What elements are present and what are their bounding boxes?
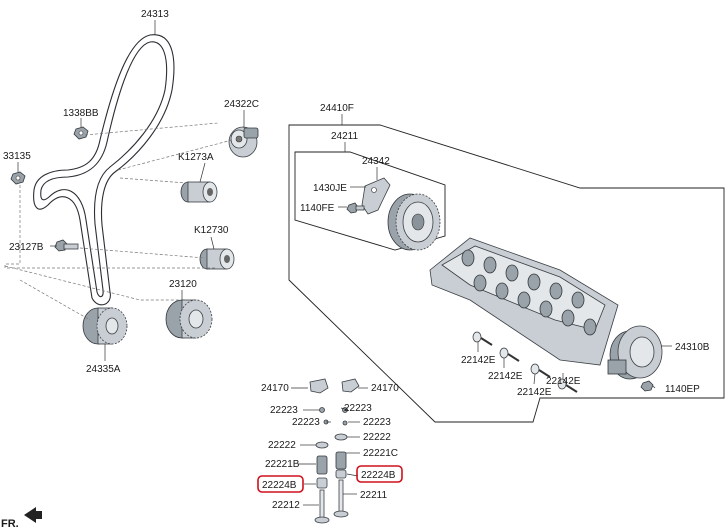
valve-train-left — [309, 378, 330, 524]
label-22224B-left: 22224B — [262, 480, 297, 491]
label-22142E-2: 22142E — [488, 371, 523, 382]
bolt-22142E-1 — [472, 331, 493, 346]
label-K1273A: K1273A — [178, 152, 214, 163]
valve-train-right — [333, 378, 360, 518]
label-24322C: 24322C — [224, 99, 259, 110]
cylinder-head-camshaft-assembly — [429, 237, 619, 366]
front-arrow-icon — [24, 507, 42, 523]
bolt-22142E-3 — [530, 363, 551, 378]
frame-24211-box — [294, 151, 446, 251]
bolt-23127B — [54, 239, 79, 252]
label-22221B: 22221B — [265, 459, 300, 470]
label-23120: 23120 — [169, 279, 197, 290]
label-24342: 24342 — [362, 156, 390, 167]
label-22223-mid: 22223 — [344, 403, 372, 414]
label-33135: 33135 — [3, 151, 31, 162]
label-24335A: 24335A — [86, 364, 121, 375]
frame-24410F-box — [288, 124, 725, 423]
label-22142E-1: 22142E — [461, 355, 496, 366]
bolt-1140FE — [346, 202, 365, 214]
highlight-22224B-left — [257, 475, 304, 493]
timing-belt-24313 — [33, 34, 175, 306]
label-22222-right: 22222 — [363, 432, 391, 443]
label-22222-left: 22222 — [268, 440, 296, 451]
camshaft-lobes — [461, 249, 597, 336]
bolt-22142E-2 — [499, 347, 520, 362]
label-24410F: 24410F — [320, 103, 354, 114]
label-24170-left: 24170 — [261, 383, 289, 394]
label-24211: 24211 — [331, 131, 359, 142]
leader-lines — [17, 20, 672, 506]
cover-24310B — [607, 325, 663, 380]
label-1338BB: 1338BB — [63, 108, 99, 119]
alignment-dashed-lines — [4, 122, 233, 321]
label-1140FE: 1140FE — [300, 203, 335, 214]
label-22223-right: 22223 — [363, 417, 391, 428]
label-22142E-3: 22142E — [517, 387, 552, 398]
label-22221C: 22221C — [363, 448, 398, 459]
label-1430JE: 1430JE — [313, 183, 347, 194]
label-K12730: K12730 — [194, 225, 229, 236]
label-22223-left: 22223 — [270, 405, 298, 416]
label-24310B: 24310B — [675, 342, 710, 353]
bracket-1430JE — [361, 177, 391, 215]
label-22142E-4: 22142E — [546, 376, 581, 387]
idler-K12730 — [199, 248, 235, 270]
nut-33135 — [10, 171, 26, 185]
label-24170-right: 24170 — [371, 383, 399, 394]
tensioner-24322C — [228, 126, 259, 158]
label-24313: 24313 — [141, 9, 169, 20]
sprocket-24335A — [82, 307, 128, 345]
bolt-22142E-4 — [557, 378, 578, 393]
bolt-1140EP — [640, 380, 654, 392]
label-22224B-right: 22224B — [361, 470, 396, 481]
label-22212: 22212 — [272, 500, 300, 511]
label-1140EP: 1140EP — [665, 384, 700, 395]
sprocket-23120 — [165, 299, 213, 339]
idler-K1273A — [180, 181, 218, 203]
label-22223-lower-left: 22223 — [292, 417, 320, 428]
part-labels: 24313 1338BB 33135 24322C K1273A K12730 … — [1, 9, 710, 530]
label-front: FR. — [1, 518, 19, 530]
cam-sprocket-24342 — [387, 193, 441, 251]
label-22211: 22211 — [360, 490, 388, 501]
highlight-22224B-right — [356, 465, 403, 483]
nut-1338BB — [73, 126, 89, 140]
label-23127B: 23127B — [9, 242, 44, 253]
